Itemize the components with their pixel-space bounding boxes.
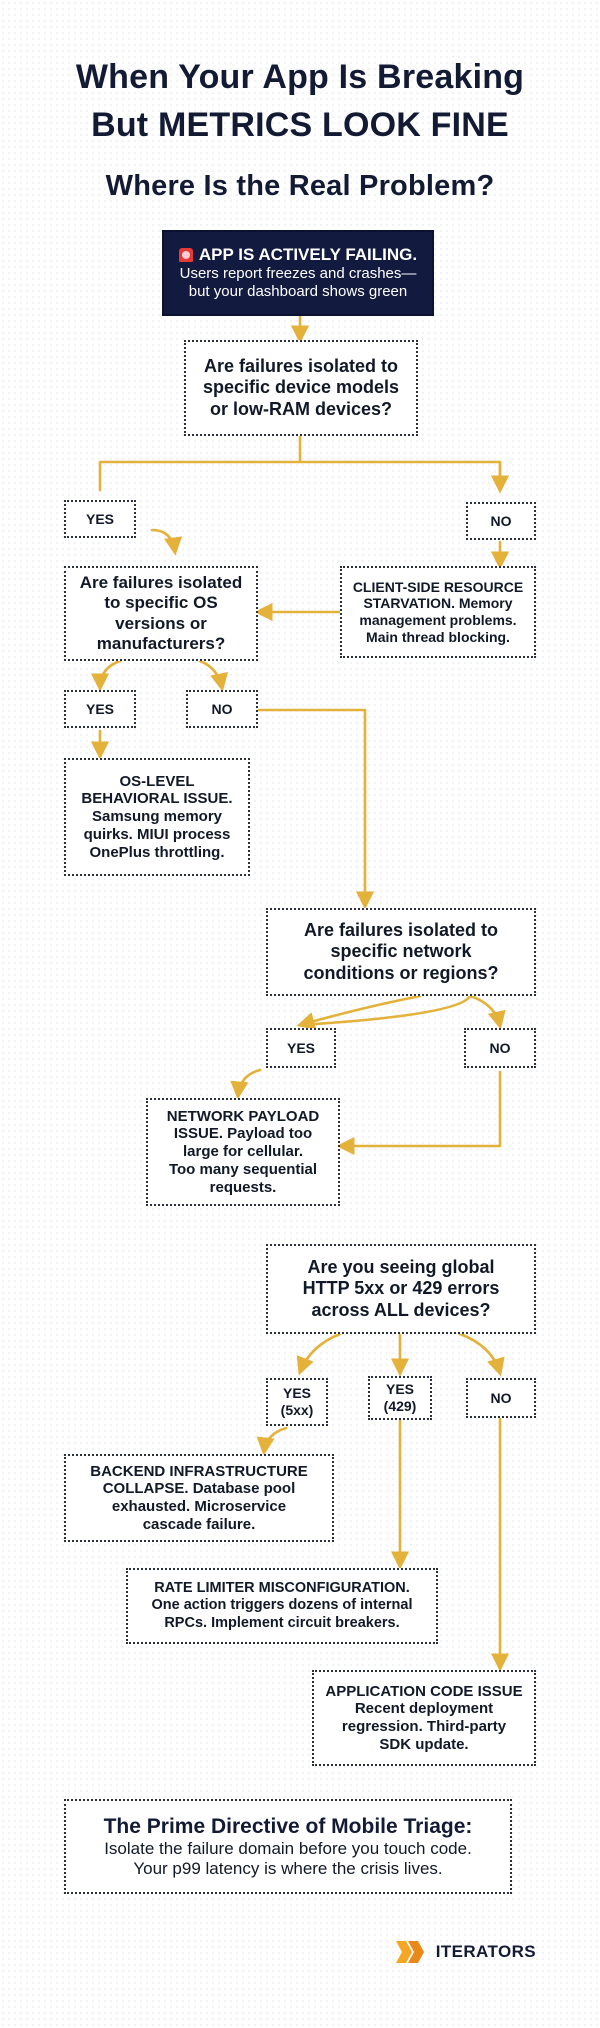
network-line-1: NETWORK PAYLOAD [166, 1107, 320, 1125]
arrow-5xx-to-backend [256, 1426, 288, 1456]
q4-yes-429-label: YES (429) [368, 1376, 432, 1420]
q3-yes-label: YES [266, 1028, 336, 1068]
os-line-3: Samsung memory [91, 808, 223, 826]
q2-no-label: NO [186, 690, 258, 728]
question-network-conditions: Are failures isolated to specific networ… [266, 908, 536, 996]
os-line-1: OS-LEVEL [119, 772, 195, 790]
question-device-models: Are failures isolated to specific device… [184, 340, 418, 436]
prime-directive-line-2: Your p99 latency is where the crisis liv… [133, 1858, 443, 1878]
result-backend-infrastructure-collapse: BACKEND INFRASTRUCTURE COLLAPSE. Databas… [64, 1454, 334, 1542]
q1-no-label: NO [466, 502, 536, 540]
question-global-http-errors: Are you seeing global HTTP 5xx or 429 er… [266, 1244, 536, 1334]
client-line-2: STARVATION. Memory [363, 595, 513, 612]
backend-line-4: cascade failure. [142, 1515, 256, 1533]
start-node: APP IS ACTIVELY FAILING. Users report fr… [162, 230, 434, 316]
q2-line-3: versions or [115, 613, 207, 633]
arrow-q3-to-yes-b [296, 994, 422, 1030]
q4-yes5xx-line-2: (5xx) [280, 1402, 314, 1418]
prime-directive-title: The Prime Directive of Mobile Triage: [103, 1814, 473, 1838]
arrow-q3-to-no [468, 994, 506, 1030]
q2-yes-label: YES [64, 690, 136, 728]
os-line-5: OnePlus throttling. [89, 843, 225, 861]
q4-no-label: NO [466, 1378, 536, 1418]
result-network-payload-issue: NETWORK PAYLOAD ISSUE. Payload too large… [146, 1098, 340, 1206]
arrow-q4-to-no [458, 1332, 505, 1377]
q2-line-2: to specific OS [104, 593, 218, 613]
brand-name: ITERATORS [435, 1942, 536, 1961]
q4-yes5xx-line-1: YES [282, 1385, 311, 1402]
title-line-2: But METRICS LOOK FINE [91, 106, 509, 144]
backend-line-3: exhausted. Microservice [111, 1498, 287, 1515]
prime-directive-line-1: Isolate the failure domain before you to… [104, 1838, 472, 1858]
q3-line-1: Are failures isolated to [303, 920, 499, 941]
rate-line-3: RPCs. Implement circuit breakers. [164, 1614, 400, 1631]
network-line-2: ISSUE. Payload too [173, 1125, 313, 1143]
q4-yes429-line-1: YES [385, 1381, 414, 1398]
q3-line-3: conditions or regions? [303, 962, 499, 983]
arrow-yes-to-network [230, 1068, 262, 1100]
result-os-level-issue: OS-LEVEL BEHAVIORAL ISSUE. Samsung memor… [64, 758, 250, 876]
arrow-q1-yes-to-q2 [150, 528, 183, 556]
client-line-1: CLIENT-SIDE RESOURCE [352, 578, 524, 595]
client-line-4: Main thread blocking. [366, 628, 510, 645]
brand-logo: ITERATORS [394, 1937, 536, 1967]
appcode-line-4: SDK update. [379, 1735, 469, 1753]
arrow-q2-to-no [198, 659, 229, 692]
prime-directive-box: The Prime Directive of Mobile Triage: Is… [64, 1799, 512, 1894]
q3-line-2: specific network [330, 941, 472, 962]
q4-line-2: HTTP 5xx or 429 errors [302, 1278, 500, 1299]
rate-line-2: One action triggers dozens of internal [151, 1597, 413, 1614]
q2-line-1: Are failures isolated [79, 573, 243, 593]
result-client-side-starvation: CLIENT-SIDE RESOURCE STARVATION. Memory … [340, 566, 536, 658]
start-line-2: but your dashboard shows green [188, 283, 408, 301]
arrow-q3-to-yes [298, 994, 472, 1027]
q4-yes429-line-2: (429) [383, 1398, 417, 1414]
q1-line-3: or low-RAM devices? [209, 398, 393, 419]
backend-line-2: COLLAPSE. Database pool [102, 1480, 296, 1498]
q4-line-3: across ALL devices? [311, 1299, 491, 1320]
network-line-4: Too many sequential [168, 1160, 318, 1178]
arrow-q4-to-yes5xx [296, 1332, 342, 1376]
title-line-1: When Your App Is Breaking [75, 58, 525, 96]
arrow-no-to-network [336, 1070, 502, 1156]
appcode-line-3: regression. Third-party [341, 1718, 507, 1735]
network-line-3: large for cellular. [182, 1143, 304, 1161]
result-rate-limiter-misconfiguration: RATE LIMITER MISCONFIGURATION. One actio… [126, 1568, 438, 1644]
appcode-line-1: APPLICATION CODE ISSUE [325, 1682, 523, 1700]
rate-line-1: RATE LIMITER MISCONFIGURATION. [154, 1580, 410, 1597]
arrow-q1-branch [98, 434, 502, 492]
q1-line-1: Are failures isolated to [203, 356, 399, 377]
start-line-1: Users report freezes and crashes— [179, 265, 417, 283]
q4-line-1: Are you seeing global [307, 1257, 495, 1278]
os-line-2: BEHAVIORAL ISSUE. [81, 790, 233, 808]
network-line-5: requests. [209, 1178, 277, 1196]
title-line-3: Where Is the Real Problem? [105, 170, 495, 202]
backend-line-1: BACKEND INFRASTRUCTURE [90, 1462, 308, 1480]
client-line-3: management problems. [359, 612, 517, 628]
q1-line-2: specific device models [202, 377, 400, 398]
question-os-versions: Are failures isolated to specific OS ver… [64, 566, 258, 661]
arrow-q2-to-yes [90, 659, 122, 692]
q3-no-label: NO [464, 1028, 536, 1068]
iterators-logo-icon [395, 1941, 424, 1963]
result-application-code-issue: APPLICATION CODE ISSUE Recent deployment… [312, 1670, 536, 1766]
alarm-icon [178, 247, 193, 262]
os-line-4: quirks. MIUI process [83, 825, 231, 843]
q4-yes-5xx-label: YES (5xx) [266, 1378, 328, 1426]
arrow-no-to-q3 [256, 708, 375, 910]
appcode-line-2: Recent deployment [354, 1700, 494, 1718]
start-heading: APP IS ACTIVELY FAILING. [198, 244, 418, 264]
q2-line-4: manufacturers? [96, 633, 226, 653]
q1-yes-label: YES [64, 500, 136, 538]
